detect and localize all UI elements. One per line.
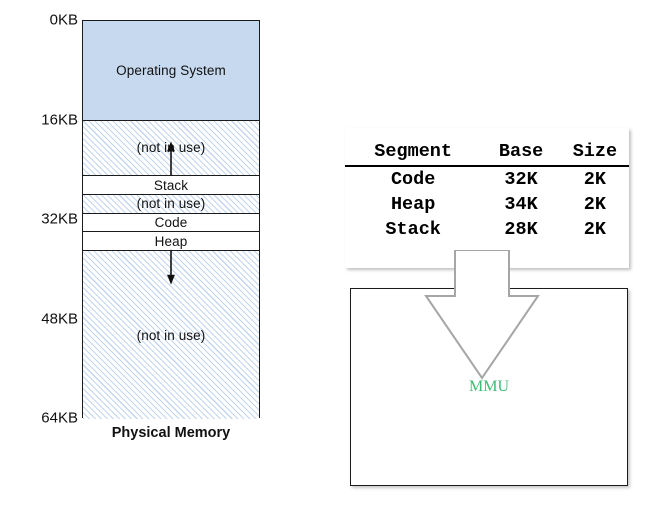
cell-base: 28K	[504, 219, 538, 240]
memory-segment-not-in-use: (not in use)	[83, 251, 259, 419]
cell-segment: Stack	[385, 219, 441, 240]
header-size: Size	[572, 141, 618, 162]
table-to-mmu-block-arrow	[424, 250, 540, 380]
header-base: Base	[498, 141, 544, 162]
cell-segment: Code	[390, 169, 436, 190]
table-row: Stack 28K 2K	[345, 217, 629, 242]
memory-tick-48kb: 48KB	[41, 310, 78, 327]
cell-base: 34K	[504, 194, 538, 215]
table-header-row: Segment Base Size	[345, 140, 629, 166]
physical-memory-box: Operating System (not in use) Stack (not in…	[82, 20, 260, 419]
cell-segment: Heap	[390, 194, 436, 215]
memory-segment-label: Operating System	[116, 62, 226, 78]
memory-segment-label: (not in use)	[136, 140, 206, 156]
memory-segment-code: Code	[83, 213, 259, 233]
cell-size: 2K	[583, 219, 607, 240]
segment-table-body: Code 32K 2K Heap 34K 2K Stack 28K 2K	[345, 166, 629, 242]
memory-tick-32kb: 32KB	[41, 210, 78, 228]
cell-size: 2K	[583, 194, 607, 215]
memory-segment-label: Heap	[154, 233, 188, 249]
header-segment: Segment	[374, 141, 453, 162]
memory-segment-heap: Heap	[83, 232, 259, 252]
memory-tick-16kb: 16KB	[41, 111, 78, 128]
memory-segment-not-in-use: (not in use)	[83, 120, 259, 177]
physical-memory-caption: Physical Memory	[111, 425, 231, 441]
memory-segment-label: (not in use)	[136, 196, 206, 212]
memory-tick-64kb: 64KB	[41, 409, 78, 427]
memory-tick-0kb: 0KB	[49, 11, 78, 29]
physical-memory-diagram: Operating System (not in use) Stack (not in…	[0, 0, 300, 460]
mmu-label: MMU	[468, 378, 509, 395]
memory-segment-operating-system: Operating System	[83, 21, 259, 121]
memory-segment-stack: Stack	[83, 176, 259, 196]
cell-base: 32K	[504, 169, 538, 190]
memory-segment-label: Stack	[153, 177, 189, 193]
memory-segment-label: Code	[154, 215, 188, 231]
table-row: Code 32K 2K	[345, 166, 629, 192]
cell-size: 2K	[583, 169, 607, 190]
memory-segment-not-in-use: (not in use)	[83, 195, 259, 214]
segment-table-header: Segment Base Size	[345, 140, 629, 166]
memory-segment-label: (not in use)	[136, 327, 206, 343]
table-row: Heap 34K 2K	[345, 192, 629, 217]
